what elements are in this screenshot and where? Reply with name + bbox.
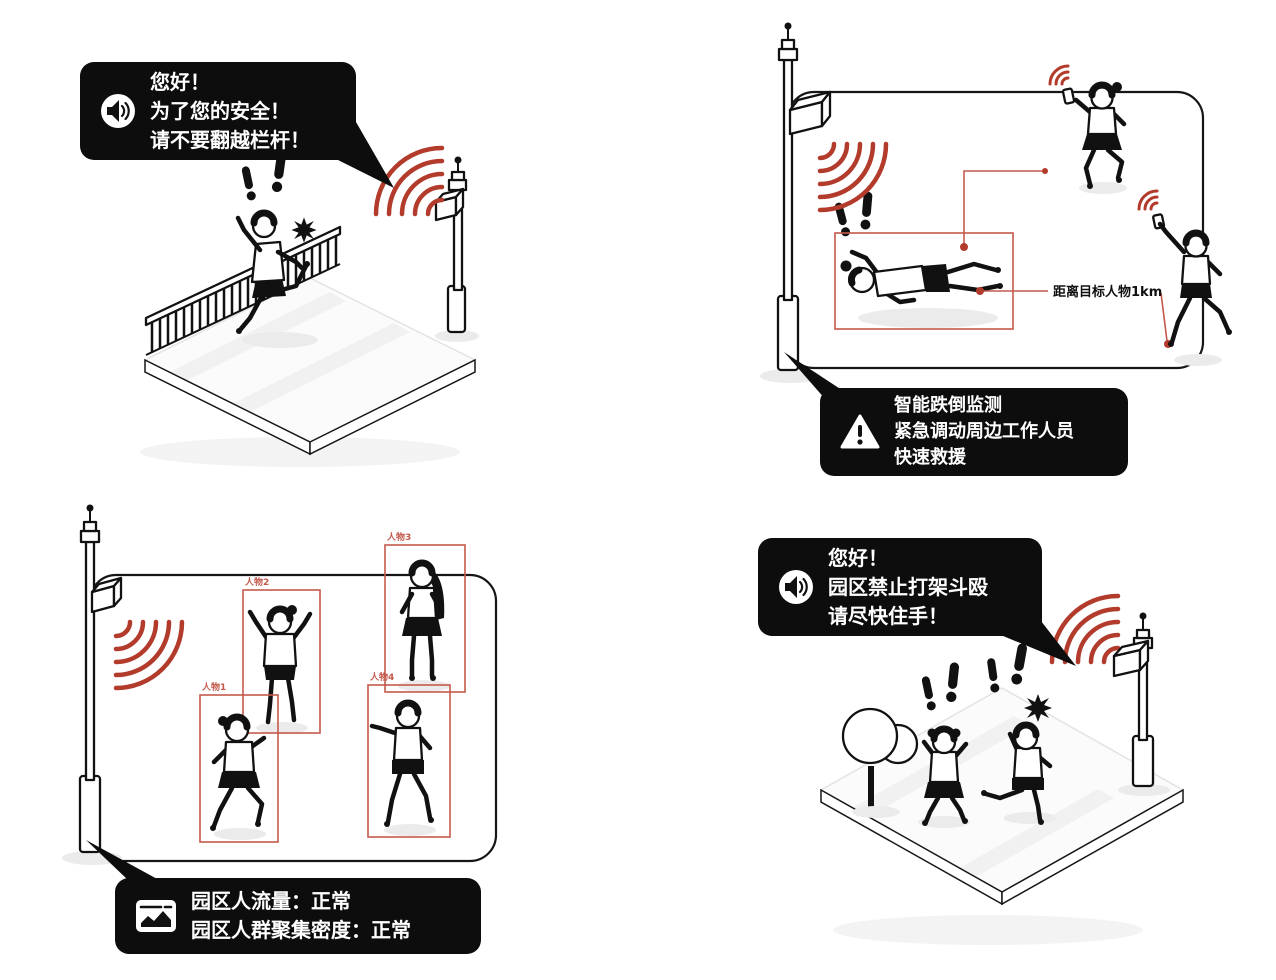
surveillance-pole	[434, 156, 479, 342]
target-connector-lines	[960, 168, 1172, 348]
exclamation-mark	[986, 657, 1000, 694]
speech-text: 您好！ 为了您的安全！ 请不要翻越栏杆！	[150, 68, 310, 155]
fallen-person	[840, 249, 1003, 328]
climbing-person	[235, 209, 318, 348]
speech-line: 请尽快住手！	[828, 603, 948, 628]
speech-line: 快速救援	[894, 447, 966, 469]
fence-climb-speech-bubble: 您好！ 为了您的安全！ 请不要翻越栏杆！	[80, 62, 356, 160]
person-label: 人物4	[369, 671, 394, 683]
crowd-monitoring-speech-bubble: 园区人流量：正常 园区人群聚集密度：正常	[115, 878, 481, 954]
exclamation-mark	[920, 675, 937, 712]
surveillance-pole	[62, 504, 123, 865]
sensor-box	[90, 576, 123, 614]
device-signal	[1137, 189, 1159, 211]
speech-line: 您好！	[150, 69, 210, 94]
exclamation-mark	[1010, 642, 1029, 686]
tree	[841, 707, 919, 818]
warning-icon	[840, 414, 880, 450]
hair-bun	[840, 260, 852, 272]
sensor-box	[1112, 639, 1150, 678]
exclamation-mark	[945, 662, 961, 703]
antenna-tip	[454, 156, 462, 164]
person-label: 人物2	[244, 576, 269, 588]
staff-responder-boy	[1137, 189, 1232, 366]
distance-label: 距离目标人物1km	[1053, 284, 1162, 300]
scene-fight-warning	[819, 593, 1185, 945]
speaker-icon	[778, 569, 814, 605]
speech-line: 园区人群聚集密度：正常	[191, 918, 411, 942]
person-box-1	[199, 694, 279, 843]
fighting-boy	[981, 721, 1056, 825]
fall-detection-speech-bubble: 智能跌倒监测 紧急调动周边工作人员 快速救援	[820, 388, 1128, 476]
detected-person-4: 人物4	[367, 671, 451, 838]
speech-text: 智能跌倒监测 紧急调动周边工作人员 快速救援	[894, 393, 1074, 471]
speech-line: 园区人流量：正常	[191, 889, 351, 913]
detected-person-1: 人物1	[199, 681, 279, 843]
antenna-tip	[1139, 612, 1147, 620]
fighting-girl	[918, 725, 970, 828]
handheld-device	[1061, 87, 1076, 105]
speech-text: 园区人流量：正常 园区人群聚集密度：正常	[191, 887, 411, 945]
platform-shadow	[140, 437, 460, 467]
person-box-2	[242, 589, 321, 734]
platform	[143, 277, 477, 456]
signal-waves	[817, 141, 889, 213]
exclamation-mark	[240, 165, 257, 202]
staff-responder-girl	[1048, 64, 1127, 194]
fight-warning-speech-bubble: 您好！ 园区禁止打架斗殴 请尽快住手！	[758, 538, 1042, 636]
speech-text: 您好！ 园区禁止打架斗殴 请尽快住手！	[828, 544, 988, 631]
detection-outline	[786, 90, 1205, 370]
analytics-icon	[135, 898, 177, 934]
surveillance-pole	[1112, 612, 1170, 796]
speaker-icon	[100, 93, 136, 129]
scene-crowd-monitoring: 人物2 人物3	[62, 504, 498, 920]
speech-line: 智能跌倒监测	[894, 394, 1002, 416]
detected-person-2: 人物2	[242, 576, 321, 734]
person-label: 人物1	[201, 681, 226, 693]
device-signal	[1048, 64, 1070, 86]
scene-fall-detection: 距离目标人物1km	[760, 22, 1232, 432]
person-label: 人物3	[386, 531, 411, 543]
person-box-3	[384, 544, 466, 693]
speech-line: 为了您的安全！	[150, 98, 290, 123]
person-box-4	[367, 684, 451, 838]
fence	[144, 225, 342, 356]
speech-line: 园区禁止打架斗殴	[828, 574, 988, 599]
platform-shadow	[833, 915, 1143, 945]
speech-line: 您好！	[828, 545, 888, 570]
signal-waves	[113, 619, 185, 691]
surveillance-pole	[760, 22, 832, 383]
speech-line: 请不要翻越栏杆！	[150, 127, 310, 152]
detected-person-3: 人物3	[384, 531, 466, 693]
ponytail	[1112, 82, 1122, 92]
scene-fence-climb	[140, 122, 479, 467]
detection-box	[834, 232, 1014, 330]
sensor-box	[788, 90, 832, 136]
antenna-tip	[784, 22, 792, 30]
signal-waves	[373, 145, 445, 217]
antenna-tip	[86, 504, 94, 512]
speech-line: 紧急调动周边工作人员	[894, 420, 1074, 442]
